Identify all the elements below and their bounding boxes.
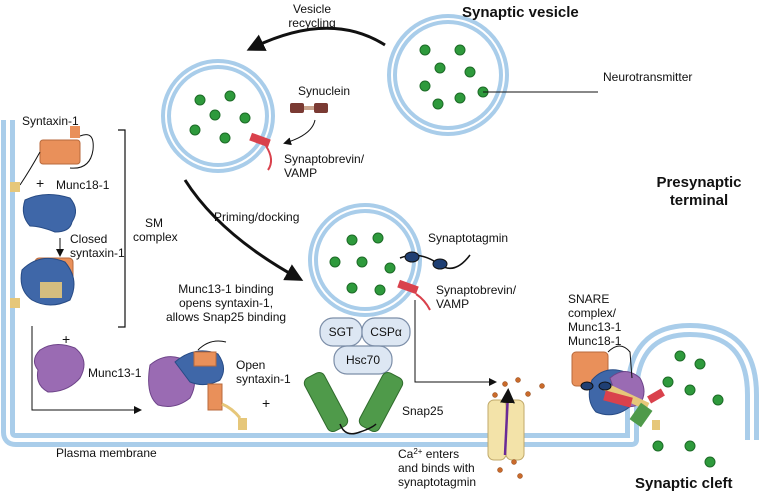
label-ca-enters: enters [422,447,460,461]
label-ca: Ca [398,447,414,461]
munc18-protein [22,194,76,233]
label-plasma-membrane: Plasma membrane [56,446,157,460]
synuclein-arrow [283,119,316,146]
label-snare-1: SNARE [568,292,610,306]
label-ca-superscript: 2+ [413,447,423,456]
calcium-channel [487,388,525,461]
label-plus-1: + [36,175,45,191]
chaperone-complex [319,317,411,375]
open-arrow [31,326,142,414]
label-neurotransmitter: Neurotransmitter [603,70,693,84]
sm-complex-bracket [118,129,126,328]
label-priming-docking: Priming/docking [214,210,300,224]
label-vesicle-recycling-1: Vesicle [292,2,332,16]
vesicle-recycling-arrow [246,26,386,51]
label-sm-complex-1: SM [145,216,163,230]
label-synaptobrevin-top-2: VAMP [284,166,318,180]
label-plus-3: + [262,395,271,411]
sm-complex-protein [10,257,75,308]
label-closed-syntaxin-2: syntaxin-1 [70,246,125,260]
label-open-syntaxin-1: Open [236,358,266,372]
plasma-membrane [1,120,759,447]
cleft-neurotransmitters [652,350,724,468]
synaptotagmin-c2b [432,258,448,270]
label-synaptobrevin-mid-2: VAMP [436,297,470,311]
priming-docking-arrow [183,179,304,281]
vamp-protein-recycled [249,132,271,148]
calcium-ions [492,377,545,479]
label-snap25: Snap25 [402,404,444,418]
title-synaptic-vesicle: Synaptic vesicle [462,4,579,21]
title-presynaptic-2: terminal [669,192,729,209]
vamp-protein-docked [397,279,419,295]
label-plus-2: + [62,331,71,347]
syntaxin1-protein [10,126,94,192]
label-munc13-binding-2: opens syntaxin-1, [178,296,274,310]
open-syntaxin1-complex [148,340,247,430]
label-ca-enters-3: synaptotagmin [398,475,477,489]
hsc70-protein [333,345,393,375]
label-synaptobrevin-mid-1: Synaptobrevin/ [436,283,517,297]
synaptic-vesicle-top [387,14,598,136]
label-snare-2: complex/ [568,306,617,320]
title-synaptic-cleft: Synaptic cleft [635,475,733,492]
label-snare-4: Munc18-1 [568,334,622,348]
synaptotagmin-c2a [404,251,420,263]
label-munc13: Munc13-1 [88,366,142,380]
fusion-arrow [414,300,497,386]
label-ca-enters-1: Ca2+ enters [398,447,459,461]
snap25-protein [303,371,404,435]
snare-complex-protein [571,345,665,430]
title-presynaptic-1: Presynaptic [656,174,742,191]
label-synaptobrevin-top-1: Synaptobrevin/ [284,152,365,166]
label-closed-syntaxin-1: Closed [70,232,108,246]
label-sm-complex-2: complex [133,230,178,244]
label-syntaxin1: Syntaxin-1 [22,114,79,128]
label-snare-3: Munc13-1 [568,320,622,334]
label-munc13-binding-3: allows Snap25 binding [165,310,287,324]
label-ca-enters-2: and binds with [398,461,475,475]
label-vesicle-recycling-2: recycling [288,16,336,30]
label-munc13-binding-1: Munc13-1 binding [178,282,274,296]
label-sgt: SGT [328,325,354,339]
docked-vesicle [308,203,471,317]
label-hsc70: Hsc70 [345,353,380,367]
label-synuclein: Synuclein [298,84,351,98]
cspa-protein [361,317,411,347]
label-cspa: CSPα [370,325,402,339]
recycled-vesicle [161,59,275,173]
label-synaptotagmin: Synaptotagmin [428,231,509,245]
label-open-syntaxin-2: syntaxin-1 [236,372,291,386]
neurotransmitter-cluster-top [419,44,489,110]
munc13-protein [34,344,85,393]
synuclein-protein [290,103,328,113]
label-munc18: Munc18-1 [56,178,110,192]
